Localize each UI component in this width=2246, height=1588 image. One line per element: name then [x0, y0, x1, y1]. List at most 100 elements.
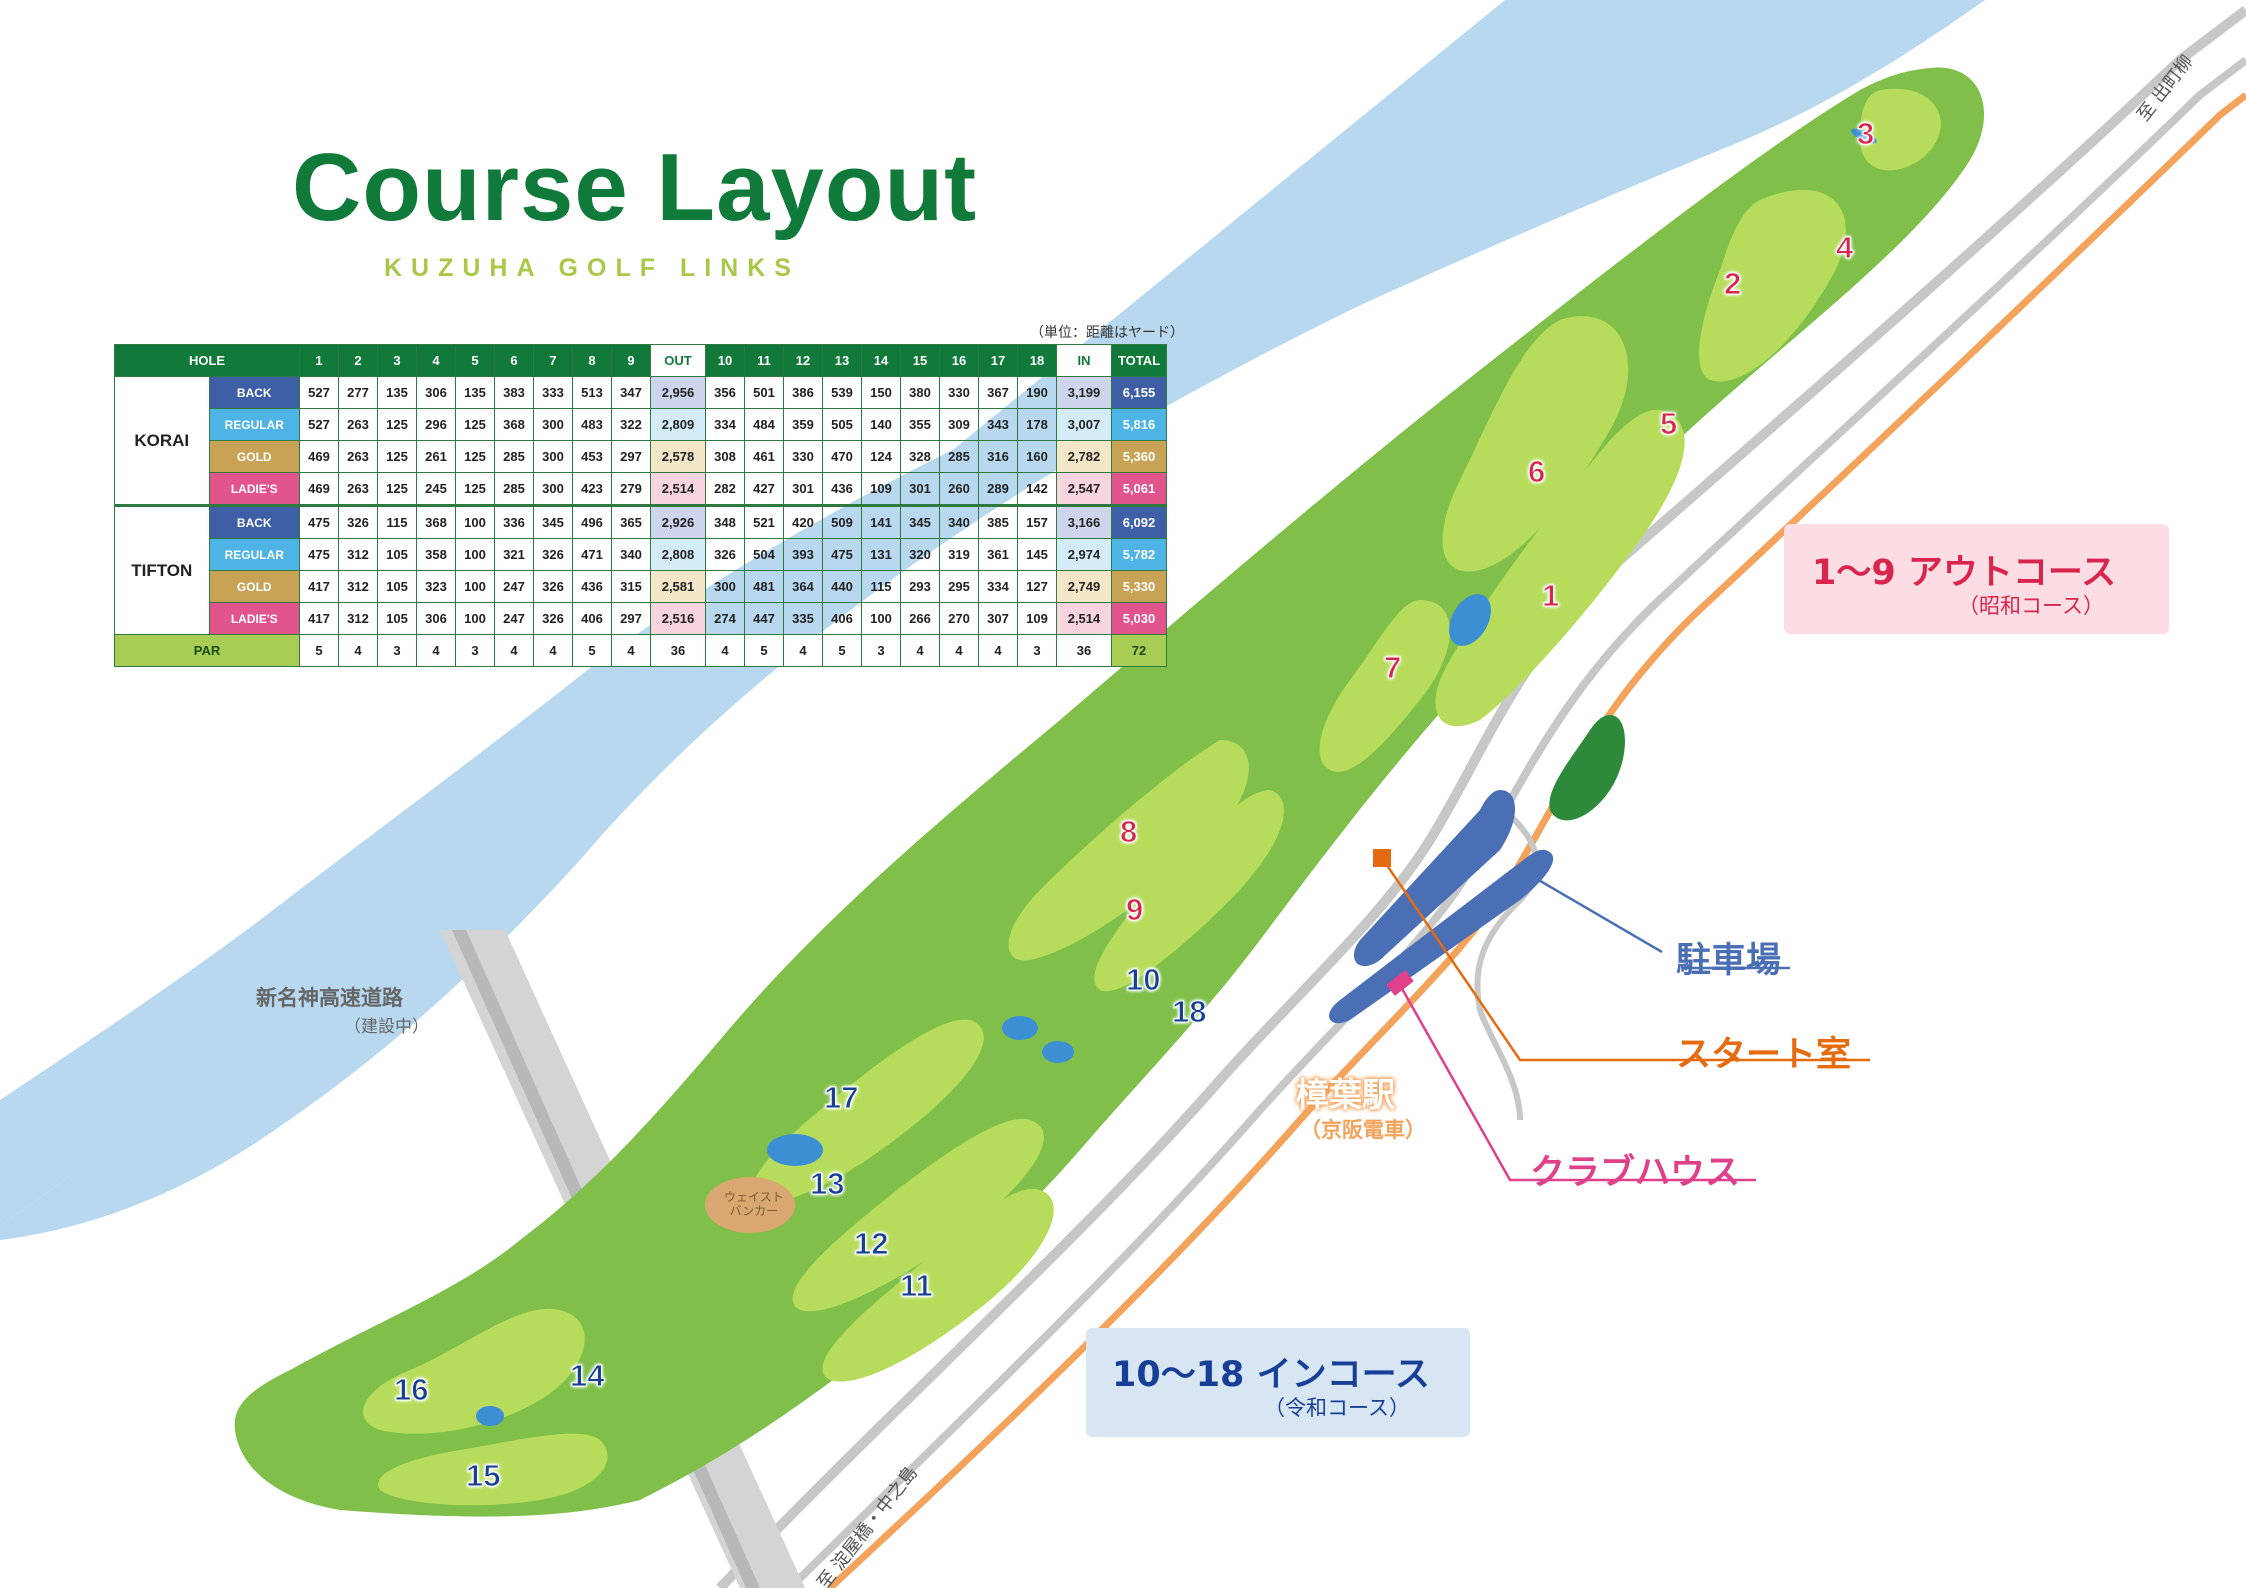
scorecard-par-value: 3: [1017, 634, 1057, 667]
scorecard-yardage: 261: [416, 440, 456, 473]
scorecard-yardage: 141: [861, 504, 901, 539]
scorecard-yardage: 333: [533, 376, 573, 409]
scorecard-yardage: 247: [494, 570, 534, 603]
scorecard-out-total: 2,581: [650, 570, 706, 603]
scorecard-yardage: 296: [416, 408, 456, 441]
scorecard-yardage: 475: [822, 538, 862, 571]
scorecard-yardage: 309: [939, 408, 979, 441]
scorecard-yardage: 312: [338, 570, 378, 603]
scorecard-yardage: 135: [455, 376, 495, 409]
scorecard-in-header: IN: [1056, 344, 1112, 377]
in-course-title: 10～18 インコース: [1112, 1355, 1430, 1395]
scorecard-yardage: 115: [861, 570, 901, 603]
scorecard-par-value: 4: [611, 634, 651, 667]
scorecard-yardage: 335: [783, 602, 823, 635]
scorecard-hole-number: 7: [533, 344, 573, 377]
scorecard-grand-total: 6,155: [1111, 376, 1167, 409]
scorecard-in-total: 2,514: [1056, 602, 1112, 635]
scorecard-yardage: 105: [377, 538, 417, 571]
scorecard-yardage: 125: [377, 472, 417, 506]
hole-marker-3: 3: [1856, 116, 1875, 151]
pond-10b: [1042, 1041, 1074, 1063]
scorecard-yardage: 326: [338, 504, 378, 539]
scorecard-yardage: 100: [455, 504, 495, 539]
scorecard-par-value: 4: [705, 634, 745, 667]
hole-marker-7: 7: [1383, 650, 1402, 685]
in-course-box: [1086, 1328, 1470, 1437]
scorecard-yardage: 277: [338, 376, 378, 409]
scorecard-yardage: 109: [1017, 602, 1057, 635]
scorecard-yardage: 326: [705, 538, 745, 571]
pond-10a: [1002, 1016, 1038, 1040]
scorecard-yardage: 380: [900, 376, 940, 409]
scorecard-yardage: 124: [861, 440, 901, 473]
scorecard-par-value: 4: [338, 634, 378, 667]
hole-marker-9: 9: [1125, 892, 1144, 927]
scorecard-yardage: 312: [338, 602, 378, 635]
scorecard-tee-label: BACK: [208, 504, 301, 539]
scorecard-yardage: 100: [455, 570, 495, 603]
scorecard-par-value: 3: [455, 634, 495, 667]
scorecard-yardage: 383: [494, 376, 534, 409]
hole-marker-4: 4: [1835, 230, 1854, 265]
scorecard-yardage: 323: [416, 570, 456, 603]
scorecard-yardage: 125: [455, 472, 495, 506]
pond-16: [476, 1406, 504, 1426]
scorecard-tee-label: REGULAR: [208, 408, 301, 441]
scorecard-par-value: 4: [783, 634, 823, 667]
scorecard-out-total: 2,809: [650, 408, 706, 441]
scorecard-yardage: 307: [978, 602, 1018, 635]
scorecard-par-value: 5: [299, 634, 339, 667]
hole-marker-15: 15: [465, 1458, 501, 1493]
scorecard-yardage: 282: [705, 472, 745, 506]
scorecard-yardage: 300: [533, 472, 573, 506]
scorecard-total-header: TOTAL: [1111, 344, 1167, 377]
scorecard-yardage: 326: [533, 602, 573, 635]
scorecard-yardage: 385: [978, 504, 1018, 539]
scorecard-hole-number: 4: [416, 344, 456, 377]
scorecard-par-value: 4: [494, 634, 534, 667]
scorecard-yardage: 521: [744, 504, 784, 539]
scorecard-yardage: 260: [939, 472, 979, 506]
hole-marker-18: 18: [1171, 994, 1207, 1029]
parking-leader: [1529, 873, 1663, 954]
scorecard-hole-number: 12: [783, 344, 823, 377]
pond-17: [767, 1134, 823, 1166]
hole-marker-10: 10: [1125, 962, 1161, 997]
page-subtitle: KUZUHA GOLF LINKS: [384, 254, 800, 282]
scorecard-hole-number: 13: [822, 344, 862, 377]
scorecard-yardage: 285: [494, 440, 534, 473]
scorecard-in-total: 2,974: [1056, 538, 1112, 571]
scorecard-yardage: 471: [572, 538, 612, 571]
scorecard-yardage: 484: [744, 408, 784, 441]
fairway-9-10: [1094, 790, 1285, 992]
scorecard-par-value: 4: [978, 634, 1018, 667]
waste-bunker: [705, 1177, 795, 1233]
scorecard-yardage: 308: [705, 440, 745, 473]
scorecard-yardage: 263: [338, 440, 378, 473]
hole-marker-5: 5: [1659, 406, 1678, 441]
hole-marker-8: 8: [1119, 814, 1138, 849]
scorecard-par-out-total: 36: [650, 634, 706, 667]
scorecard-hole-number: 17: [978, 344, 1018, 377]
fairway-14-16: [363, 1308, 585, 1434]
scorecard-yardage: 279: [611, 472, 651, 506]
scorecard-grass-type: KORAI: [114, 376, 210, 506]
scorecard-yardage: 115: [377, 504, 417, 539]
scorecard-par-value: 4: [939, 634, 979, 667]
scorecard-yardage: 513: [572, 376, 612, 409]
scorecard-yardage: 340: [939, 504, 979, 539]
scorecard-yardage: 306: [416, 602, 456, 635]
scorecard-yardage: 125: [377, 408, 417, 441]
scorecard-yardage: 364: [783, 570, 823, 603]
scorecard-yardage: 285: [939, 440, 979, 473]
parking-lot-east: [1549, 715, 1625, 821]
scorecard-hole-number: 14: [861, 344, 901, 377]
hole-marker-12: 12: [853, 1226, 889, 1261]
scorecard-yardage: 131: [861, 538, 901, 571]
scorecard-grand-total: 5,330: [1111, 570, 1167, 603]
scorecard-in-total: 2,749: [1056, 570, 1112, 603]
